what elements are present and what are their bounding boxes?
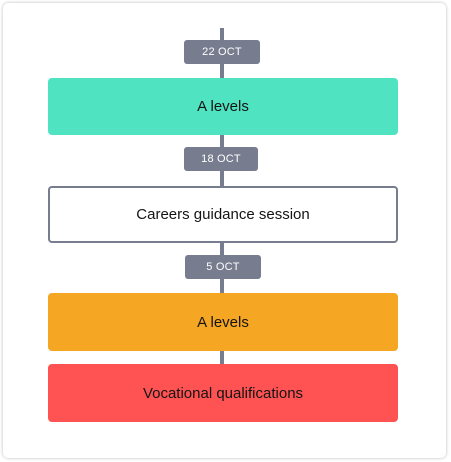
timeline-block-vocational-qualifications[interactable]: Vocational qualifications [48, 364, 398, 422]
date-badge-18-oct: 18 OCT [184, 147, 258, 171]
date-badge-22-oct: 22 OCT [184, 40, 260, 64]
date-badge-5-oct: 5 OCT [185, 255, 261, 279]
timeline-block-a-levels-green[interactable]: A levels [48, 78, 398, 135]
timeline-block-careers-guidance[interactable]: Careers guidance session [48, 186, 398, 243]
timeline-block-a-levels-orange[interactable]: A levels [48, 293, 398, 351]
